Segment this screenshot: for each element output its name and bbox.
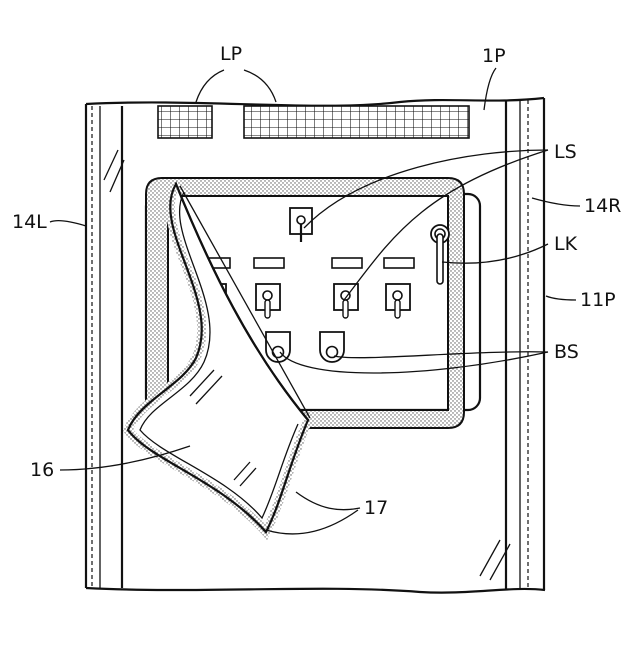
label-bs: BS xyxy=(554,341,579,363)
label-16: 16 xyxy=(30,459,54,481)
label-14l: 14L xyxy=(12,211,47,233)
label-14r: 14R xyxy=(584,195,621,217)
led-grid-right xyxy=(244,106,469,138)
toggle-switch-4 xyxy=(384,258,414,318)
toggle-switch-2 xyxy=(254,258,284,318)
label-ls: LS xyxy=(554,141,577,163)
label-lp: LP xyxy=(220,43,242,65)
label-1p: 1P xyxy=(482,45,506,67)
toggle-switch-3 xyxy=(332,258,362,318)
label-lk: LK xyxy=(554,233,578,255)
label-11p: 11P xyxy=(580,289,616,311)
led-grid-left xyxy=(158,106,212,138)
label-17: 17 xyxy=(364,497,388,519)
